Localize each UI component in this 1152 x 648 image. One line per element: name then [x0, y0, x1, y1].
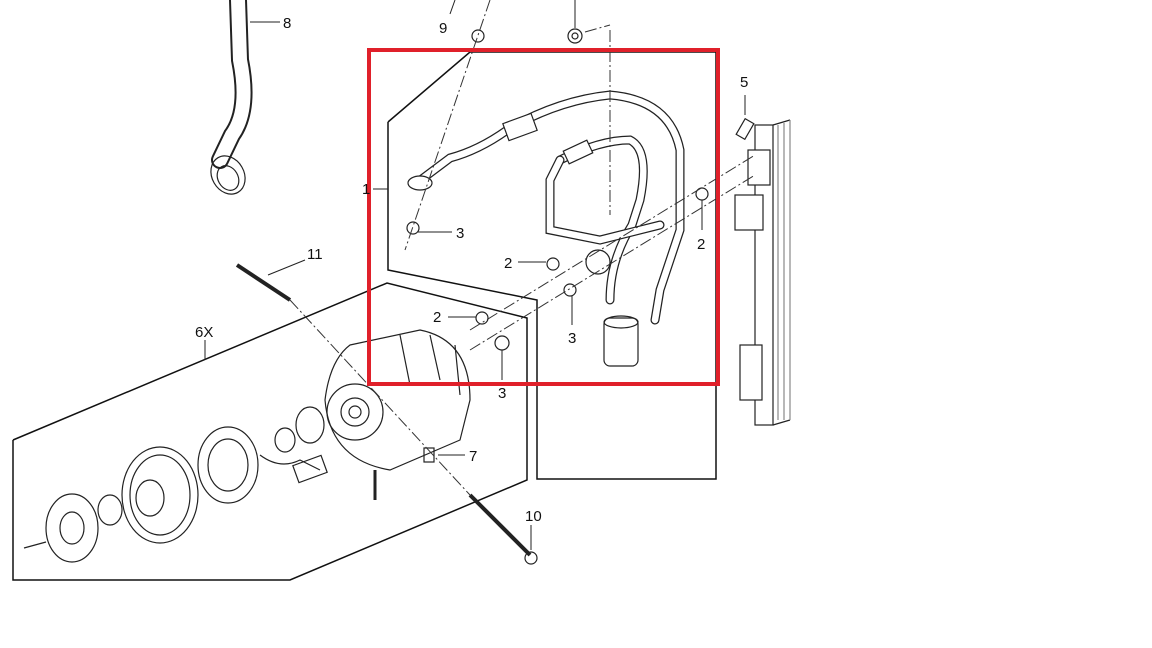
hose-assembly-part-1	[407, 90, 685, 367]
callout-labels: 8 9 5 1 3 2 2 11 6X 2 3 3 7 10	[195, 15, 748, 525]
callout-2: 2	[697, 236, 705, 253]
callout-2: 2	[504, 255, 512, 272]
hose-part-8	[210, 0, 253, 195]
callout-3: 3	[498, 385, 506, 402]
center-lines	[289, 0, 756, 496]
callout-10: 10	[525, 508, 542, 525]
compressor-part	[324, 329, 471, 471]
clutch-parts	[23, 406, 328, 563]
fasteners	[235, 28, 755, 565]
condenser-part	[734, 119, 791, 426]
callout-11: 11	[307, 246, 323, 263]
callout-7: 7	[469, 448, 477, 465]
callout-3: 3	[456, 225, 464, 242]
highlight-rectangle	[367, 48, 720, 386]
callout-9: 9	[439, 20, 447, 37]
callout-6x: 6X	[195, 324, 213, 341]
callout-8: 8	[283, 15, 291, 32]
callout-5: 5	[740, 74, 748, 91]
compressor-assembly-box	[12, 282, 528, 581]
leader-lines	[204, 0, 746, 550]
callout-2: 2	[433, 309, 441, 326]
callout-3: 3	[568, 330, 576, 347]
callout-1: 1	[362, 181, 370, 198]
